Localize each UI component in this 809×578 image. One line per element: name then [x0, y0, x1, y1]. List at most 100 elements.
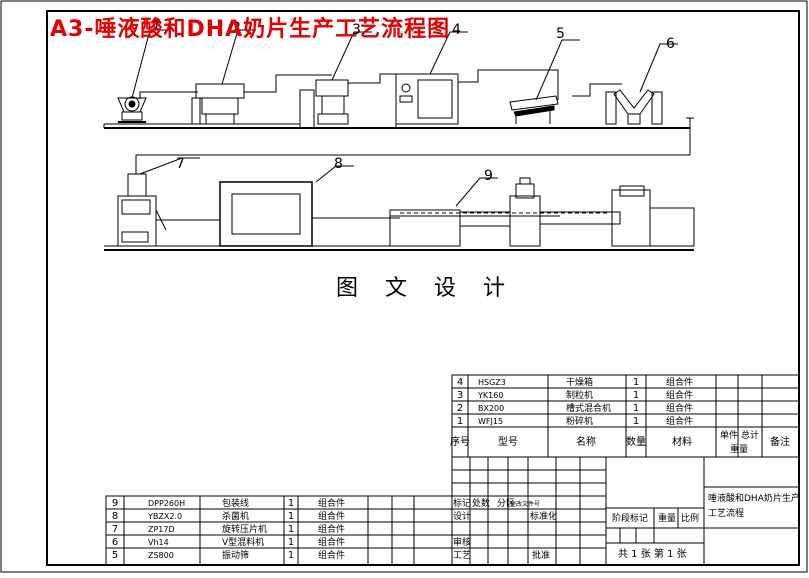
lower-line: [104, 173, 695, 251]
equip-4-dryer: [395, 73, 459, 128]
parts-table-right: [451, 374, 800, 458]
leader-line-4: [429, 31, 468, 75]
leader-line-6: [639, 43, 678, 93]
part-code: HSGZ3: [478, 378, 506, 387]
tb-mark: 标记: [453, 497, 471, 509]
callout-number-1: 1: [152, 18, 161, 34]
part-no: 5: [112, 550, 118, 561]
drawing-title: A3-唾液酸和DHA奶片生产工艺流程图: [50, 17, 451, 42]
equip-3-granulator: [315, 79, 349, 125]
part-material: 组合件: [318, 510, 345, 522]
leader-line-5: [535, 39, 580, 101]
part-name: 槽式混合机: [566, 402, 611, 414]
part-no: 1: [457, 416, 463, 427]
drawing-name-line2: 工艺流程: [708, 507, 744, 519]
center-caption: 图 文 设 计: [336, 276, 515, 301]
part-name: 旋转压片机: [222, 523, 267, 535]
tb-approve: 批准: [532, 549, 550, 561]
part-material: 组合件: [318, 536, 345, 548]
part-no: 8: [112, 511, 118, 522]
part-no: 6: [112, 537, 118, 548]
part-no: 2: [457, 403, 463, 414]
part-code: YBZX2.0: [147, 512, 182, 521]
callout-number-5: 5: [556, 26, 565, 42]
part-code: ZP17D: [148, 525, 175, 534]
part-material: 组合件: [666, 415, 693, 427]
tb-standard: 标准化: [530, 510, 557, 522]
part-code: DPP260H: [148, 499, 185, 508]
header-name: 名称: [576, 435, 596, 448]
tb-review: 审核: [453, 536, 471, 548]
title-block: [451, 456, 800, 566]
leader-line-8: [315, 165, 354, 183]
equip-2-mixer: [191, 83, 245, 125]
part-name: 粉碎机: [566, 415, 593, 427]
part-name: V型混料机: [222, 536, 264, 548]
callout-number-4: 4: [452, 22, 461, 38]
part-qty: 1: [288, 498, 294, 509]
header-qty: 数量: [626, 435, 646, 448]
part-code: WFJ15: [478, 417, 503, 426]
part-material: 组合件: [318, 497, 345, 509]
leader-line-9: [455, 177, 498, 207]
leader-line-7: [139, 157, 200, 175]
equip-6-v-mixer: [605, 89, 663, 125]
tb-scale: 比例: [681, 512, 699, 524]
part-qty: 1: [288, 550, 294, 561]
part-name: 包装线: [222, 497, 249, 509]
part-qty: 1: [633, 377, 639, 388]
callout-number-8: 8: [334, 156, 343, 172]
part-qty: 1: [633, 403, 639, 414]
leader-line-1: [131, 29, 168, 99]
tb-sheets: 共 1 张 第 1 张: [618, 547, 687, 560]
equip-8-sterilizer: [219, 181, 313, 247]
equip-1-grinder: [117, 96, 147, 123]
part-name: 干燥箱: [566, 376, 593, 388]
part-qty: 1: [288, 511, 294, 522]
part-code: YK160: [477, 391, 503, 400]
header-no: 序号: [450, 435, 470, 448]
part-material: 组合件: [318, 549, 345, 561]
equip-7-tablet-press: [117, 173, 167, 247]
part-material: 组合件: [666, 389, 693, 401]
part-name: 振动筛: [222, 549, 249, 561]
tb-design: 设计: [453, 510, 471, 522]
tb-weight: 重量: [658, 512, 676, 524]
header-remark: 备注: [770, 435, 790, 448]
part-qty: 1: [288, 537, 294, 548]
support-post: [299, 89, 315, 129]
tb-process: 工艺: [453, 550, 471, 561]
title-block-text: 唾液酸和DHA奶片生产工艺流程标记处数分区更改文件号设计标准化审核工艺批准阶段标…: [453, 492, 800, 561]
callout-number-3: 3: [352, 22, 361, 38]
part-name: 制粒机: [566, 389, 593, 401]
header-code: 型号: [498, 435, 518, 448]
header-unit: 单件: [720, 429, 738, 441]
equip-9-packaging: [389, 177, 695, 247]
part-qty: 1: [288, 524, 294, 535]
header-total: 总计: [741, 429, 759, 441]
part-code: ZS800: [148, 551, 174, 560]
header-material: 材料: [672, 435, 692, 448]
part-qty: 1: [633, 416, 639, 427]
callout-number-2: 2: [232, 20, 241, 36]
callout-number-7: 7: [176, 156, 185, 172]
part-no: 9: [112, 498, 118, 509]
leader-line-3: [331, 31, 372, 81]
callout-number-6: 6: [666, 36, 675, 52]
part-code: Vh14: [148, 538, 169, 547]
part-material: 组合件: [666, 376, 693, 388]
tb-zone: 分区: [497, 498, 515, 509]
part-qty: 1: [633, 390, 639, 401]
drawing-name-line1: 唾液酸和DHA奶片生产: [708, 492, 800, 504]
part-no: 3: [457, 390, 463, 401]
part-material: 组合件: [318, 523, 345, 535]
header-weight: 重量: [730, 443, 748, 455]
tb-count: 处数: [472, 497, 490, 509]
part-no: 4: [457, 377, 463, 388]
part-no: 7: [112, 524, 118, 535]
equip-5-sieve: [509, 95, 559, 124]
